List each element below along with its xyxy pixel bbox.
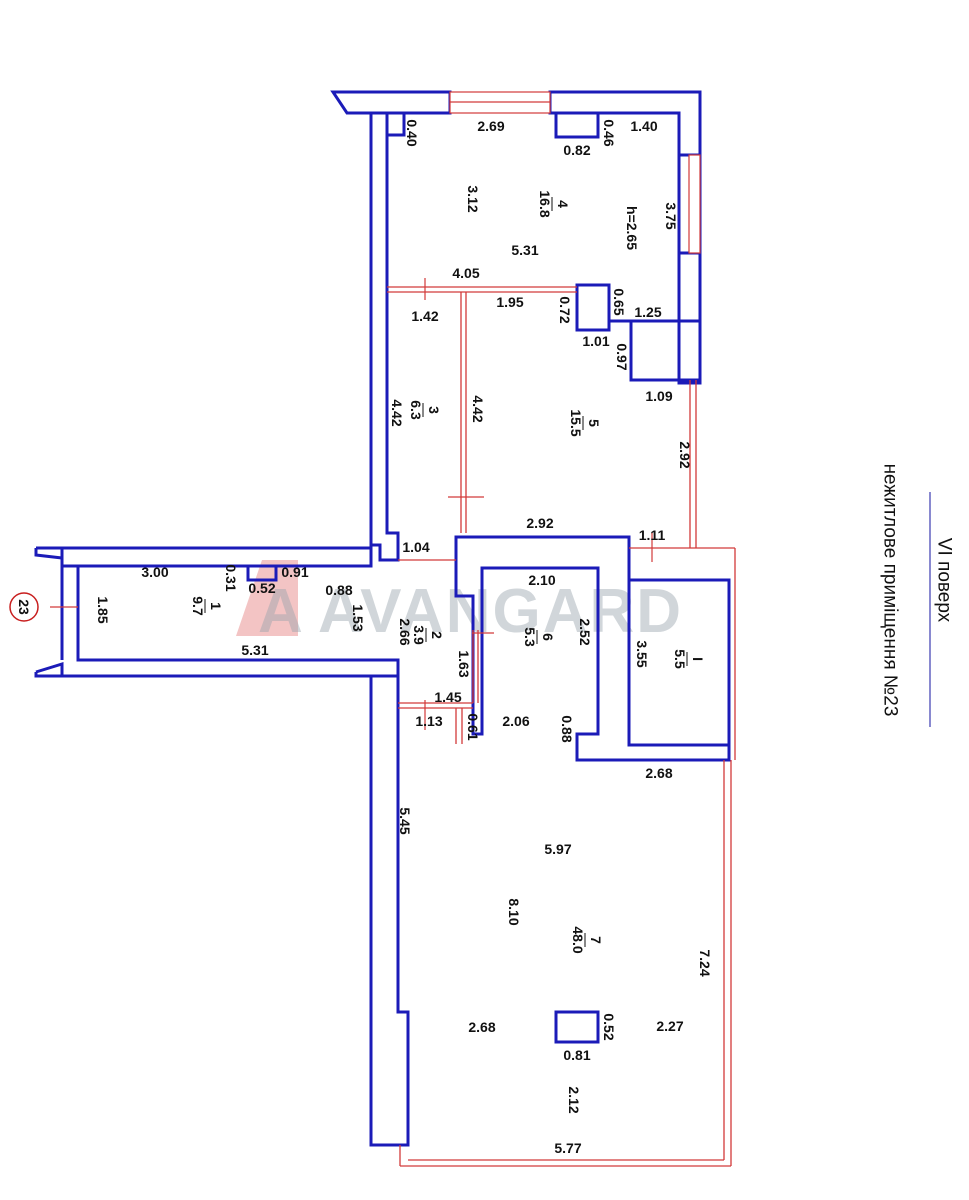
dimension-label: 1.01 xyxy=(582,333,609,349)
dimension-label: 1.53 xyxy=(350,604,366,631)
room-7: 7 48.0 xyxy=(570,926,604,953)
dimension-label: 1.11 xyxy=(639,527,666,543)
dimension-label: 0.88 xyxy=(325,582,352,598)
room-number: 3 xyxy=(426,406,442,414)
dimension-label: 1.09 xyxy=(645,388,672,404)
dimension-label: 5.31 xyxy=(241,642,268,658)
dimension-label: 1.85 xyxy=(95,596,111,623)
dimension-label: 0.40 xyxy=(404,119,420,146)
dimension-label: 1.40 xyxy=(630,118,657,134)
unit-marker-label: 23 xyxy=(16,599,32,615)
dimension-label: 1.63 xyxy=(456,650,472,677)
room-number: I xyxy=(690,657,706,661)
room-6: 6 5.3 xyxy=(522,627,556,647)
dimension-label: 1.13 xyxy=(415,713,442,729)
height-note: h=2.65 xyxy=(624,206,640,250)
dimension-label: 3.75 xyxy=(663,202,679,229)
room-area: 5.5 xyxy=(672,649,688,669)
room-5: 5 15.5 xyxy=(568,409,602,436)
dimension-label: 0.88 xyxy=(559,715,575,742)
dimension-label: 0.46 xyxy=(601,119,617,146)
dimension-label: 5.45 xyxy=(397,807,413,834)
dimension-label: 5.31 xyxy=(511,242,538,258)
unit-marker: 23 xyxy=(9,592,39,622)
dimension-label: 1.42 xyxy=(411,308,438,324)
room-area: 48.0 xyxy=(570,926,586,953)
room-area: 6.3 xyxy=(408,400,424,420)
logo-text: AVANGARD xyxy=(318,577,683,646)
dimension-label: 0.31 xyxy=(223,564,239,591)
room-area: 5.3 xyxy=(522,627,538,647)
dimension-label: 1.45 xyxy=(434,689,461,705)
dimension-label: 4.42 xyxy=(470,395,486,422)
premises-title: нежитлове приміщення №23 xyxy=(880,464,901,717)
room-number: 7 xyxy=(588,936,604,944)
room-area: 3.9 xyxy=(411,625,427,645)
dimension-label: 0.91 xyxy=(281,564,308,580)
dimension-label: 2.69 xyxy=(477,118,504,134)
room-number: 6 xyxy=(540,633,556,641)
dimension-label: 5.97 xyxy=(544,841,571,857)
plan-title: VI поверх нежитлове приміщення №23 xyxy=(880,464,955,727)
dimension-label: 2.92 xyxy=(526,515,553,531)
dimension-label: 1.95 xyxy=(496,294,523,310)
room-2: 2 3.9 xyxy=(411,625,445,645)
dimension-label: 3.00 xyxy=(141,564,168,580)
room-I: I 5.5 xyxy=(672,649,706,669)
room-area: 16.8 xyxy=(537,190,553,217)
dimension-label: 2.10 xyxy=(528,572,555,588)
dimension-label: 5.77 xyxy=(554,1140,581,1156)
dimension-label: 4.05 xyxy=(452,265,479,281)
dimension-label: 2.68 xyxy=(468,1019,495,1035)
partitions xyxy=(50,91,736,1167)
dimension-label: 0.72 xyxy=(557,296,573,323)
room-number: 1 xyxy=(208,602,224,610)
dimension-label: 2.06 xyxy=(502,713,529,729)
dimension-label: 0.52 xyxy=(248,580,275,596)
dimension-label: 2.68 xyxy=(645,765,672,781)
dimension-label: 0.52 xyxy=(601,1013,617,1040)
dimension-label: 2.66 xyxy=(397,618,413,645)
dimension-label: 1.04 xyxy=(402,539,429,555)
room-labels: 1 9.7 2 3.9 3 6.3 4 16.8 5 15.5 6 5.3 xyxy=(190,190,706,953)
dimension-label: 3.12 xyxy=(465,185,481,212)
dimension-label: 4.42 xyxy=(389,399,405,426)
dimension-label: 0.61 xyxy=(465,713,481,740)
avangard-logo: A AVANGARD xyxy=(236,560,683,646)
room-number: 5 xyxy=(586,419,602,427)
dimension-label: 0.97 xyxy=(614,343,630,370)
room-4: 4 16.8 xyxy=(537,190,571,217)
dimension-label: 8.10 xyxy=(506,898,522,925)
dimension-label: 2.12 xyxy=(566,1086,582,1113)
dimension-label: 2.27 xyxy=(656,1018,683,1034)
room-1: 1 9.7 xyxy=(190,596,224,616)
dimension-label: 0.65 xyxy=(611,288,627,315)
dimension-label: 1.25 xyxy=(634,304,661,320)
dimension-label: 0.81 xyxy=(563,1047,590,1063)
room-area: 15.5 xyxy=(568,409,584,436)
dimension-label: 0.82 xyxy=(563,142,590,158)
room-number: 2 xyxy=(429,631,445,639)
dimension-label: 2.92 xyxy=(677,441,693,468)
room-area: 9.7 xyxy=(190,596,206,616)
dimension-label: 2.52 xyxy=(577,618,593,645)
dimension-label: 7.24 xyxy=(697,949,713,976)
room-3: 3 6.3 xyxy=(408,400,442,420)
room-number: 4 xyxy=(555,200,571,208)
dimension-label: 3.55 xyxy=(634,640,650,667)
floor-title: VI поверх xyxy=(934,538,955,623)
logo-letter: A xyxy=(258,577,305,646)
